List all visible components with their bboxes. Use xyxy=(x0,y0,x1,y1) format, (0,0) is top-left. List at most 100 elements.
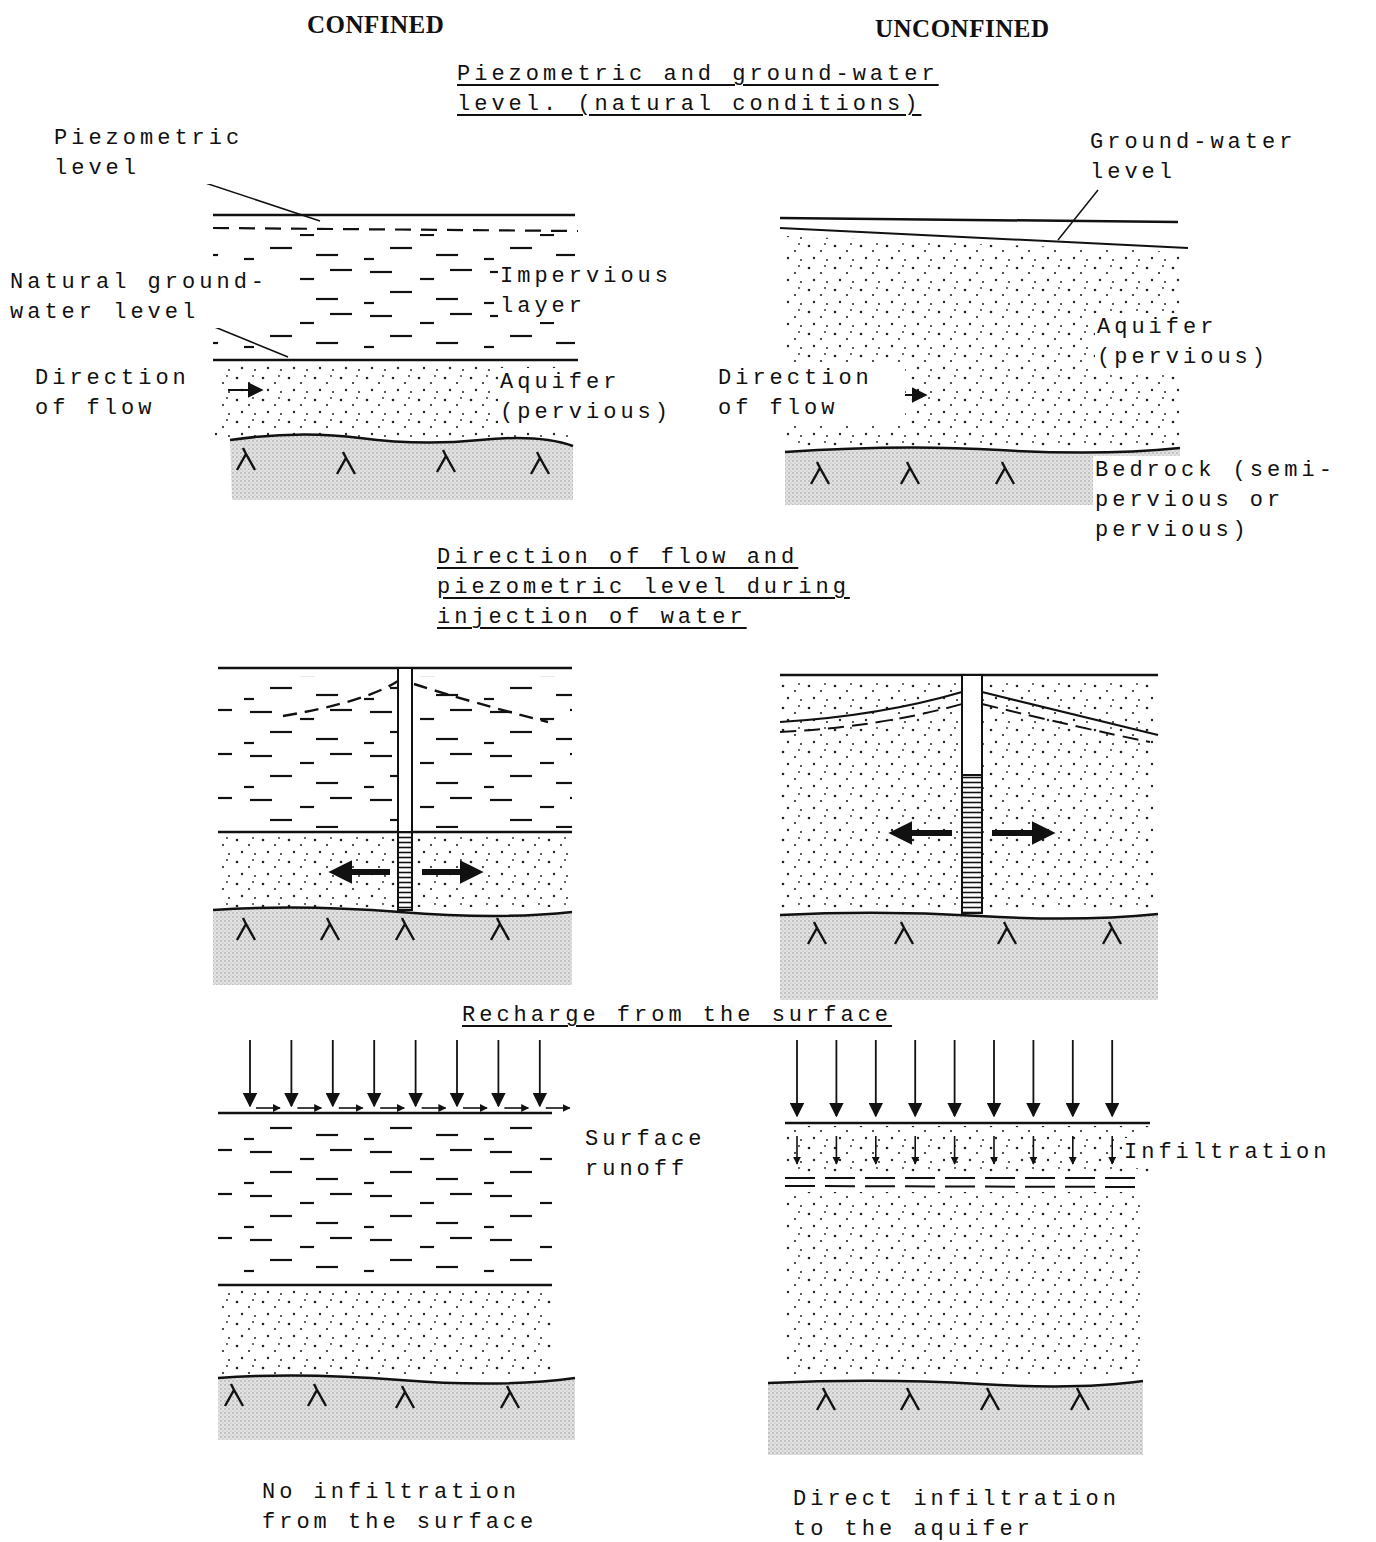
unconfined-surface-recharge xyxy=(785,1126,1150,1172)
unconfined-surface-recharge xyxy=(785,1177,1145,1179)
confined-surface-recharge xyxy=(218,1375,575,1440)
confined-surface-recharge xyxy=(225,1384,243,1406)
unconfined-natural xyxy=(1058,190,1098,240)
confined-natural xyxy=(213,228,578,231)
confined-surface-recharge xyxy=(396,1386,414,1408)
infiltration-arrow xyxy=(875,1136,877,1164)
section-heading: Direction of flow and piezometric level … xyxy=(435,543,969,633)
section-heading: Recharge from the surface xyxy=(460,1001,934,1031)
layer-label: Aquifer (pervious) xyxy=(1095,313,1294,373)
confined-natural xyxy=(437,450,455,472)
unconfined-surface-recharge xyxy=(785,1186,1145,1187)
rain-arrow xyxy=(290,1040,292,1106)
confined-natural xyxy=(237,448,255,470)
unconfined-natural xyxy=(780,228,1188,248)
unconfined-injection xyxy=(982,704,1150,742)
unconfined-injection xyxy=(780,692,962,722)
unconfined-injection xyxy=(780,704,962,732)
confined-injection xyxy=(338,869,390,875)
runoff-arrow xyxy=(463,1107,487,1109)
flow-label: Direction of flow xyxy=(716,364,905,424)
rain-arrow xyxy=(497,1040,499,1106)
rain-arrow xyxy=(954,1040,956,1116)
confined-surface-recharge xyxy=(218,1288,552,1374)
unconfined-natural xyxy=(785,447,1180,452)
confined-natural xyxy=(213,214,575,217)
caption-note: No infiltration from the surface xyxy=(260,1478,564,1538)
confined-injection xyxy=(396,918,414,940)
confined-injection xyxy=(422,869,474,875)
rain-arrow xyxy=(456,1040,458,1106)
rain-arrow xyxy=(914,1040,916,1116)
unconfined-surface-recharge xyxy=(817,1388,835,1410)
runoff-arrow xyxy=(297,1107,321,1109)
confined-injection xyxy=(321,918,339,940)
column-heading: CONFINED xyxy=(305,10,549,40)
infiltration-arrow xyxy=(1033,1136,1035,1164)
confined-surface-recharge xyxy=(218,1284,552,1287)
section-heading: Piezometric and ground-water level. (nat… xyxy=(455,60,974,120)
unconfined-injection xyxy=(992,830,1046,836)
confined-surface-recharge xyxy=(501,1386,519,1408)
unconfined-surface-recharge xyxy=(768,1381,1143,1387)
unconfined-surface-recharge xyxy=(785,1192,1143,1378)
unconfined-injection xyxy=(780,913,1158,919)
leader-label: Ground-water level xyxy=(1088,128,1317,188)
unconfined-natural xyxy=(901,462,919,484)
confined-surface-recharge xyxy=(218,1375,575,1383)
confined-natural xyxy=(337,452,355,474)
confined-injection xyxy=(218,831,572,834)
confined-injection xyxy=(283,681,398,716)
runoff-arrow xyxy=(504,1107,528,1109)
unconfined-injection xyxy=(962,775,982,913)
runoff-arrow xyxy=(380,1107,404,1109)
unconfined-injection xyxy=(1103,922,1121,944)
rain-arrow xyxy=(796,1040,798,1116)
rain-arrow xyxy=(373,1040,375,1106)
unconfined-surface-recharge xyxy=(981,1388,999,1410)
unconfined-injection xyxy=(808,922,826,944)
unconfined-injection xyxy=(962,675,982,775)
rain-arrow xyxy=(993,1040,995,1116)
rain-arrow xyxy=(1111,1040,1113,1116)
confined-injection xyxy=(213,668,572,985)
rain-arrow xyxy=(875,1040,877,1116)
infiltration-arrow xyxy=(954,1136,956,1164)
confined-injection xyxy=(398,832,412,910)
confined-injection xyxy=(213,907,572,985)
infiltration-arrow xyxy=(836,1136,838,1164)
rain-arrow xyxy=(1033,1040,1035,1116)
rain-arrow xyxy=(836,1040,838,1116)
rain-arrow xyxy=(249,1040,251,1106)
unconfined-injection xyxy=(780,913,1158,1000)
unconfined-surface-recharge xyxy=(901,1388,919,1410)
confined-injection xyxy=(414,684,548,722)
rain-arrow xyxy=(415,1040,417,1106)
confined-natural xyxy=(213,359,578,362)
infiltration-arrow xyxy=(796,1136,798,1164)
process-label: Infiltration xyxy=(1122,1138,1361,1168)
runoff-arrow xyxy=(546,1107,570,1109)
unconfined-natural xyxy=(996,462,1014,484)
confined-surface-recharge xyxy=(218,1040,575,1440)
runoff-arrow xyxy=(256,1107,280,1109)
confined-injection xyxy=(398,668,412,832)
unconfined-injection xyxy=(895,922,913,944)
confined-natural xyxy=(228,389,262,391)
confined-injection xyxy=(213,907,572,916)
runoff-arrow xyxy=(339,1107,363,1109)
rain-arrow xyxy=(539,1040,541,1106)
confined-surface-recharge xyxy=(218,1122,552,1280)
runoff-arrow xyxy=(422,1107,446,1109)
layer-label: Bedrock (semi-pervious or pervious) xyxy=(1093,456,1369,546)
confined-surface-recharge xyxy=(218,1112,552,1115)
leader-label: Piezometric level xyxy=(52,124,271,184)
confined-injection xyxy=(218,835,572,907)
unconfined-surface-recharge xyxy=(768,1040,1150,1455)
confined-natural xyxy=(160,168,578,500)
unconfined-surface-recharge xyxy=(1071,1388,1089,1410)
confined-injection xyxy=(218,667,572,670)
confined-injection xyxy=(237,918,255,940)
